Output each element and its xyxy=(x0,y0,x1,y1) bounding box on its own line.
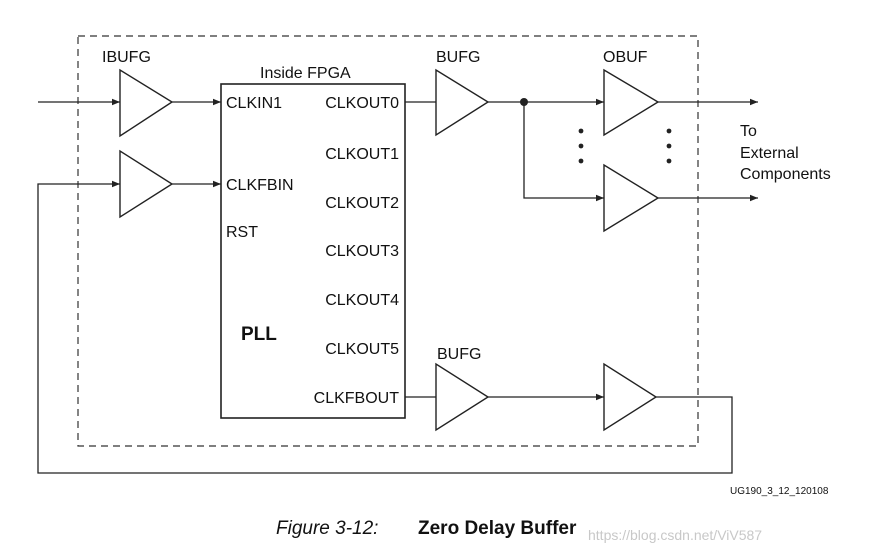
fpga-boundary xyxy=(77,35,699,447)
pll-pin-clkout0: CLKOUT0 xyxy=(325,95,399,112)
pll-pin-rst: RST xyxy=(226,224,258,241)
obuf-label: OBUF xyxy=(603,49,648,66)
ellipsis-dot xyxy=(578,158,584,164)
pll-pin-clkfbin: CLKFBIN xyxy=(226,177,294,194)
ellipsis-dot xyxy=(666,143,672,149)
external-label-line1: To xyxy=(740,123,757,140)
obuf-top-buffer xyxy=(603,68,660,137)
pll-pin-clkout3: CLKOUT3 xyxy=(325,243,399,260)
ellipsis-dot xyxy=(666,128,672,134)
bufg-top-label: BUFG xyxy=(436,49,480,66)
figure-number: Figure 3-12: xyxy=(276,518,378,539)
pll-pin-clkout2: CLKOUT2 xyxy=(325,195,399,212)
pll-pin-clkout1: CLKOUT1 xyxy=(325,146,399,163)
pll-pin-clkout5: CLKOUT5 xyxy=(325,341,399,358)
obuf-bottom-buffer xyxy=(603,163,660,233)
ellipsis-dot xyxy=(578,143,584,149)
bufg-bottom-label: BUFG xyxy=(437,346,481,363)
bufg-top-branch-wire xyxy=(523,102,604,202)
ibufg-top-buffer xyxy=(119,68,174,138)
feedback-buffer xyxy=(603,362,658,432)
external-label-line2: External xyxy=(740,145,799,162)
bufg-top-buffer xyxy=(435,68,490,137)
pll-pin-clkfbout: CLKFBOUT xyxy=(314,390,400,407)
ibufg-bottom-buffer xyxy=(119,149,174,219)
figure-title: Zero Delay Buffer xyxy=(418,518,577,539)
inside-fpga-label: Inside FPGA xyxy=(260,65,351,82)
junction-dot xyxy=(520,98,528,106)
ellipsis-dot xyxy=(578,128,584,134)
pll-label: PLL xyxy=(241,324,277,345)
watermark: https://blog.csdn.net/ViV587 xyxy=(588,527,762,543)
bufg-bottom-buffer xyxy=(435,362,490,432)
pll-block xyxy=(220,83,406,419)
ellipsis-dot xyxy=(666,158,672,164)
external-label-line3: Components xyxy=(740,166,831,183)
ibufg-label: IBUFG xyxy=(102,49,151,66)
feedback-loop-wire xyxy=(37,180,733,474)
pll-pin-clkout4: CLKOUT4 xyxy=(325,292,399,309)
pll-pin-clkin1: CLKIN1 xyxy=(226,95,282,112)
document-id: UG190_3_12_120108 xyxy=(730,486,829,497)
